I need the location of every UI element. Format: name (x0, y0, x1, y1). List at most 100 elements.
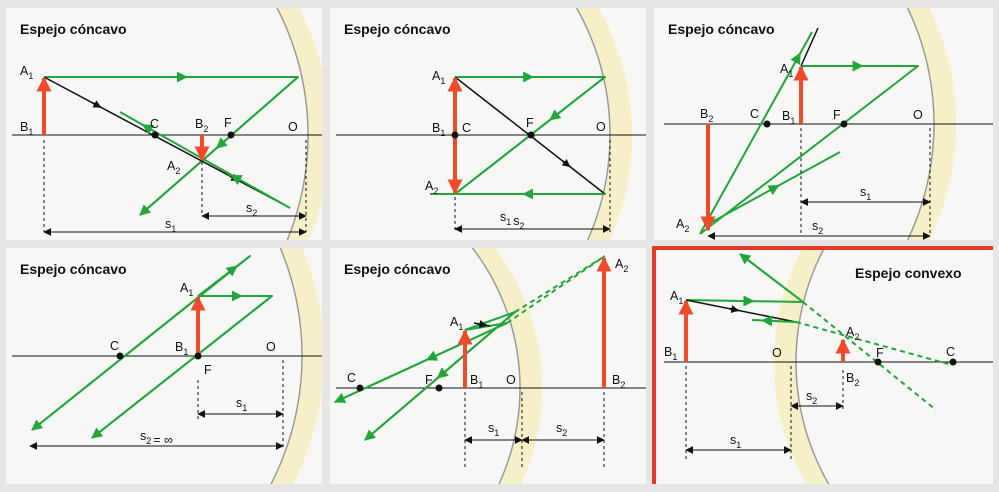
label-3-A2: A2 (676, 217, 689, 234)
ray-5-parallel-end (334, 322, 508, 403)
mirror-1-surface (276, 8, 309, 240)
label-2-F: F (526, 116, 534, 130)
label-5-C: C (347, 371, 356, 385)
label-1-s2: s2 (246, 201, 257, 218)
panel-6-highlight-border (652, 246, 993, 484)
label-4-s1: s1 (236, 396, 247, 413)
label-1-F: F (224, 116, 232, 130)
ray-6-center-reflected (751, 319, 797, 323)
panel-1-background (6, 8, 322, 240)
label-6-B1: B1 (664, 345, 677, 362)
label-6-A2: A2 (846, 325, 859, 342)
point-2-F (527, 131, 535, 139)
point-4-F (194, 352, 202, 360)
label-2-A2: A2 (425, 179, 438, 196)
point-3-F (840, 120, 848, 128)
panel-4-background (6, 248, 322, 484)
label-5-A2: A2 (615, 257, 628, 274)
label-1-C: C (150, 117, 159, 131)
label-4-s2: s2= ∞ (140, 429, 173, 447)
mirror-5-surface (471, 248, 521, 484)
ray-2-reflected-b-direction-0 (549, 109, 562, 121)
label-3-A1: A1 (780, 62, 793, 79)
panel-4-title: Espejo cóncavo (20, 261, 127, 277)
mirror-1-coating (277, 8, 322, 240)
ray-6-virtual-a (802, 301, 937, 411)
label-2-A1: A1 (432, 69, 445, 86)
ray-5-virtual-a (506, 255, 606, 324)
mirror-3-coating (907, 8, 956, 240)
label-4-B1: B1 (175, 340, 188, 357)
panel-5-background (330, 248, 646, 484)
point-5-F (435, 384, 443, 392)
point-5-C (356, 384, 364, 392)
label-3-B2: B2 (700, 107, 713, 124)
label-1-s1: s1 (165, 217, 176, 234)
label-2-C: C (462, 121, 471, 135)
ray-6-center-direction-0 (729, 305, 740, 313)
ray-5-focal-end (364, 311, 516, 441)
label-1-O: O (288, 120, 298, 134)
panel-6-title: Espejo convexo (855, 265, 962, 281)
ray-1-center (43, 76, 291, 209)
label-3-C: C (750, 107, 759, 121)
label-6-A1: A1 (670, 289, 683, 306)
label-6-F: F (876, 346, 884, 360)
mirror-2-surface (575, 8, 611, 240)
ray-3-center (699, 31, 813, 235)
point-1-F (227, 131, 235, 139)
label-1-B2: B2 (195, 117, 208, 134)
label-1-B1: B1 (20, 120, 33, 137)
label-3-s1: s1 (860, 185, 871, 202)
label-5-s2: s2 (556, 421, 567, 438)
ray-3-extension (800, 27, 819, 67)
label-6-C: C (946, 345, 955, 359)
panel-2-title: Espejo cóncavo (344, 21, 451, 37)
panel-3-title: Espejo cóncavo (668, 21, 775, 37)
label-6-B2: B2 (846, 371, 859, 388)
mirror-6-surface (795, 248, 830, 484)
point-6-C (949, 358, 957, 366)
ray-1-center-reflected-direction-0 (141, 124, 155, 135)
label-5-F: F (425, 373, 433, 387)
ray-2-focal-direction-0 (561, 159, 571, 168)
label-5-O: O (506, 373, 516, 387)
label-2-O: O (596, 120, 606, 134)
label-5-A1: A1 (450, 315, 463, 332)
ray-3-center-direction-0 (790, 52, 801, 65)
panel-5-title: Espejo cóncavo (344, 261, 451, 277)
mirror-6-coating (774, 248, 829, 484)
ray-4-parallel-end (91, 295, 273, 439)
ray-3-parallel (699, 65, 919, 235)
label-2-B1: B1 (432, 121, 445, 138)
point-3-C (763, 120, 771, 128)
ray-1-center-direction-0 (92, 100, 102, 109)
label-5-B1: B1 (470, 373, 483, 390)
label-3-O: O (913, 108, 923, 122)
label-6-O: O (772, 346, 782, 360)
mirror-4-coating (271, 248, 322, 484)
label-5-B2: B2 (612, 373, 625, 390)
panel-6-background (654, 248, 993, 484)
ray-3-arrow-direction-0 (767, 184, 780, 196)
label-4-O: O (266, 340, 276, 354)
mirror-2-coating (576, 8, 632, 240)
ray-1-parallel-end (139, 76, 299, 216)
point-1-C (151, 131, 159, 139)
label-1-A2: A2 (167, 159, 180, 176)
ray-6-parallel-end (739, 253, 804, 303)
label-4-C: C (110, 339, 119, 353)
label-4-A1: A1 (180, 281, 193, 298)
point-2-C (451, 131, 459, 139)
panel-1-title: Espejo cóncavo (20, 21, 127, 37)
